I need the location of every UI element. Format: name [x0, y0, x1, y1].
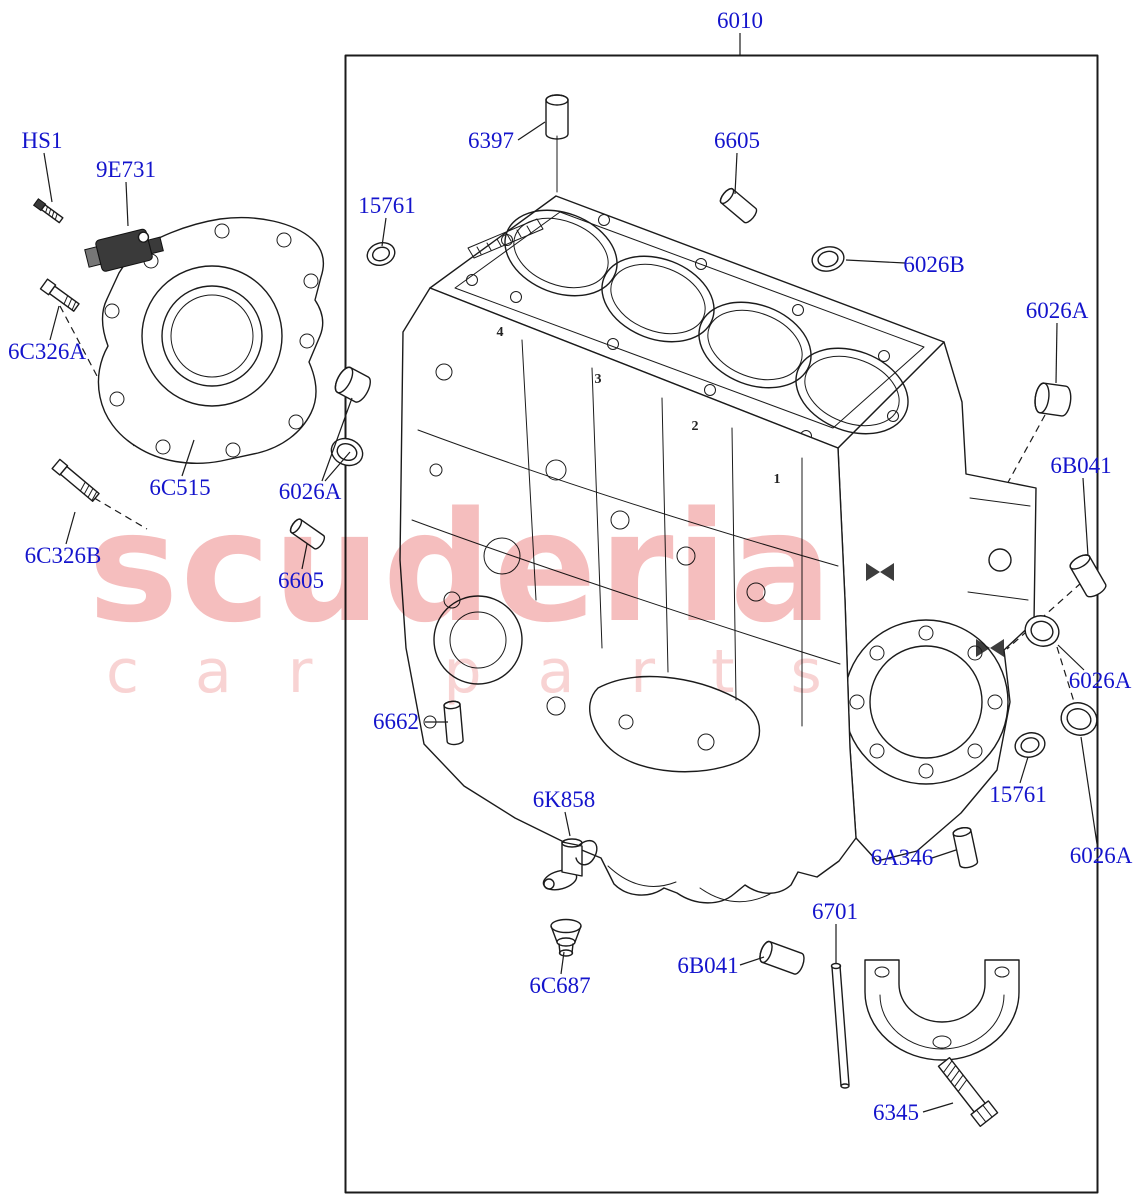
dowel-6b041-bottom — [759, 940, 805, 975]
part-label-6026A: 6026A — [1068, 668, 1132, 693]
front-cover-plate-drawing — [97, 216, 324, 464]
dowel-6b041-right — [1069, 554, 1107, 598]
part-label-6026B: 6026B — [903, 252, 965, 277]
bearing-cap-drawing — [864, 959, 1020, 1061]
part-label-6C687: 6C687 — [529, 973, 591, 998]
part-label-15761: 15761 — [358, 193, 416, 218]
deck-bolt-holes — [466, 214, 899, 442]
cover-bolt-holes — [104, 223, 319, 458]
bolt-6345-drawing — [937, 1056, 999, 1127]
leader-lines — [43, 33, 1098, 1113]
cylinder-cast-number: 4 — [496, 325, 504, 340]
part-label-6C326A: 6C326A — [8, 339, 86, 364]
core-plug-6026a-top-right — [1034, 382, 1072, 417]
part-label-6K858: 6K858 — [532, 787, 596, 812]
bolt-6c326a-drawing — [39, 278, 80, 312]
part-label-6026A: 6026A — [1069, 843, 1133, 868]
part-label-6B041: 6B041 — [677, 953, 739, 978]
seal-ring-6026a-lower-right — [1060, 702, 1098, 736]
cylinder-cast-number: 1 — [773, 472, 781, 487]
part-label-6A346: 6A346 — [870, 845, 934, 870]
oil-jet-6k858-drawing — [542, 838, 598, 891]
part-label-6B041: 6B041 — [1050, 453, 1112, 478]
dowel-pin-6397 — [545, 94, 569, 140]
diagram-frame — [344, 54, 1099, 1194]
stud-6701-drawing — [830, 962, 850, 1089]
part-label-HS1: HS1 — [21, 128, 63, 153]
part-label-9E731: 9E731 — [95, 157, 157, 182]
part-label-6026A: 6026A — [278, 479, 342, 504]
part-label-6605: 6605 — [278, 568, 324, 593]
crank-sensor-drawing — [84, 228, 164, 272]
cylinder-cast-number: 2 — [691, 419, 699, 434]
cup-plug-15761-left — [366, 241, 396, 267]
cup-plug-15761-right — [1014, 732, 1046, 758]
engine-block-drawing — [399, 195, 1037, 904]
drain-plug-6c687-drawing — [550, 918, 582, 957]
seal-ring-6026a-mid-right — [1024, 615, 1060, 647]
cup-plug-6026b — [811, 246, 845, 272]
part-label-6397: 6397 — [468, 128, 514, 153]
cylinder-cast-number: 3 — [594, 372, 602, 387]
part-label-6026A: 6026A — [1025, 298, 1089, 323]
part-label-6C326B: 6C326B — [24, 543, 102, 568]
part-label-6345: 6345 — [873, 1100, 919, 1125]
pin-6662 — [443, 700, 464, 746]
part-label-6701: 6701 — [812, 899, 858, 924]
dowel-6605-left — [289, 518, 326, 550]
dowel-6605-top — [719, 187, 758, 224]
core-plug-6026a-left — [334, 366, 371, 403]
hs1-screw-drawing — [32, 198, 64, 224]
part-label-6C515: 6C515 — [149, 475, 211, 500]
part-label-15761: 15761 — [989, 782, 1047, 807]
part-label-6010: 6010 — [717, 8, 763, 33]
bolt-6c326b-drawing — [51, 458, 100, 502]
part-label-6605: 6605 — [714, 128, 760, 153]
part-label-6662: 6662 — [373, 709, 419, 734]
dowel-6a346 — [952, 826, 979, 869]
